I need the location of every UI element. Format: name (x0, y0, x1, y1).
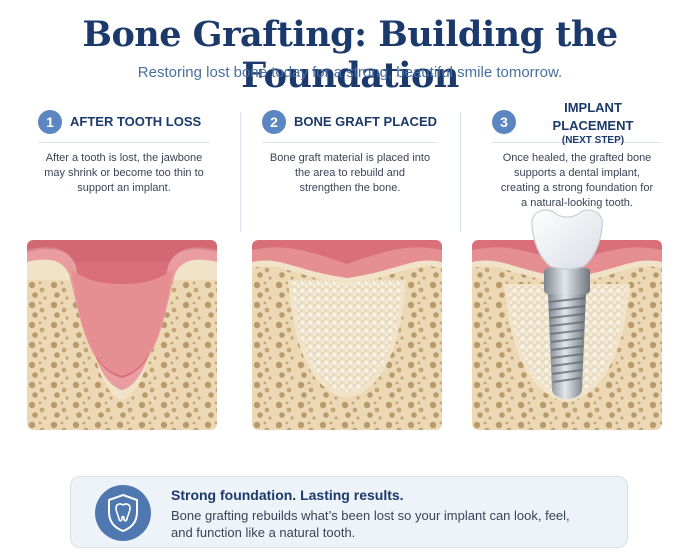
step-1-description: After a tooth is lost, the jawbone may s… (44, 152, 204, 194)
step-3: 3 IMPLANT PLACEMENT (NEXT STEP) Once hea… (492, 100, 662, 211)
step-1: 1 AFTER TOOTH LOSS After a tooth is lost… (38, 108, 210, 196)
footer-heading: Strong foundation. Lasting results. (171, 487, 404, 503)
illustration-implant (472, 240, 662, 430)
step-3-title-wrap: IMPLANT PLACEMENT (NEXT STEP) (524, 99, 662, 146)
implant-crown (531, 209, 604, 270)
column-divider (460, 112, 461, 232)
step-1-header: 1 AFTER TOOTH LOSS (38, 108, 210, 136)
illustration-after-tooth-loss (27, 240, 217, 430)
step-2-title: BONE GRAFT PLACED (294, 114, 437, 129)
step-2-title-wrap: BONE GRAFT PLACED (294, 113, 437, 131)
step-2-description: Bone graft material is placed into the a… (269, 152, 431, 194)
step-1-title: AFTER TOOTH LOSS (70, 114, 202, 129)
step-2-number: 2 (262, 110, 286, 134)
step-1-title-wrap: AFTER TOOTH LOSS (70, 113, 201, 131)
step-2-rule (262, 142, 438, 143)
step-2-header: 2 BONE GRAFT PLACED (262, 108, 438, 136)
step-3-rule (492, 142, 662, 143)
step-3-number: 3 (492, 110, 516, 134)
step-1-rule (38, 142, 210, 143)
footer-text: Bone grafting rebuilds what’s been lost … (171, 508, 570, 540)
step-3-subtitle: (NEXT STEP) (561, 134, 625, 146)
step-3-title: IMPLANT PLACEMENT (552, 99, 634, 133)
shield-tooth-icon-svg (108, 493, 138, 533)
page-subtitle: Restoring lost bone today for a strong, … (137, 64, 563, 81)
column-divider (240, 112, 241, 232)
footer-callout: Strong foundation. Lasting results. Bone… (70, 476, 628, 548)
step-3-description: Once healed, the grafted bone supports a… (500, 152, 654, 209)
illustration-bone-graft (252, 240, 442, 430)
step-1-number: 1 (38, 110, 62, 134)
page-title: Bone Grafting: Building the Foundation (82, 14, 618, 96)
step-2: 2 BONE GRAFT PLACED Bone graft material … (262, 108, 438, 196)
step-3-header: 3 IMPLANT PLACEMENT (NEXT STEP) (492, 100, 662, 146)
panel-bone-graft-placed (252, 240, 442, 430)
shield-tooth-icon (95, 485, 151, 541)
panel-after-tooth-loss (27, 240, 217, 430)
panel-implant-placement (472, 240, 662, 430)
